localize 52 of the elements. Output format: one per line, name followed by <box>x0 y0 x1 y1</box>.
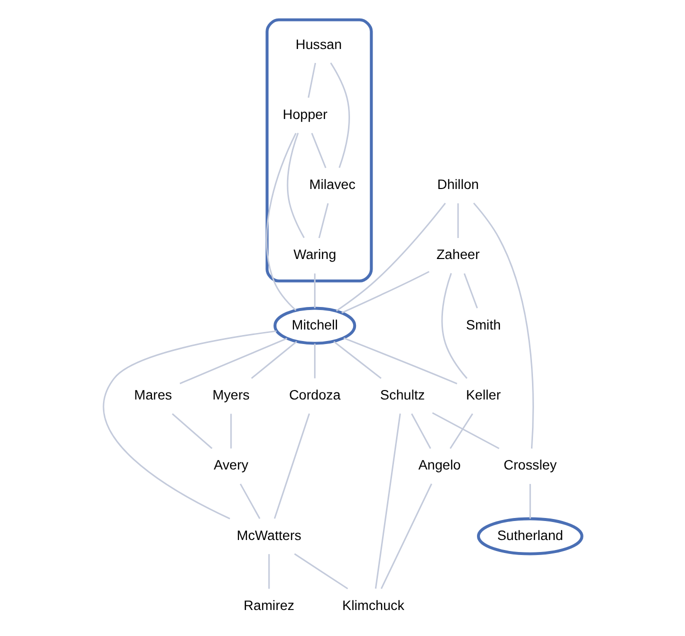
node-ellipse: Mitchell <box>274 306 356 345</box>
node-text: Klimchuck <box>342 598 404 614</box>
connector <box>180 338 288 384</box>
node-text: Milavec <box>309 177 356 192</box>
node-text: Myers <box>212 388 250 403</box>
connector <box>308 62 316 98</box>
node-text: Hussan <box>296 36 342 52</box>
connector <box>333 341 382 379</box>
connector <box>274 413 310 519</box>
connector <box>432 412 500 450</box>
connector <box>464 273 478 308</box>
node-text: Dhillon <box>437 177 479 192</box>
connector <box>457 203 459 238</box>
node-text: Keller <box>466 388 501 403</box>
connector <box>268 554 270 589</box>
connector <box>240 484 260 519</box>
connector <box>294 553 348 590</box>
node-text: Avery <box>214 458 248 473</box>
connector <box>336 202 446 312</box>
connector <box>380 483 432 590</box>
connector <box>441 273 468 379</box>
connector <box>172 413 212 450</box>
connector <box>343 337 458 384</box>
node-text: Ramirez <box>244 598 294 614</box>
connector <box>314 344 316 378</box>
connector <box>450 413 474 449</box>
node-text: Mares <box>134 388 172 403</box>
node-text: Smith <box>466 317 501 332</box>
connector <box>330 62 350 168</box>
node-text: Angelo <box>418 458 461 473</box>
connector <box>341 270 430 314</box>
connector <box>314 273 316 308</box>
node-text: Cordoza <box>289 388 341 403</box>
node-text: Waring <box>293 247 336 262</box>
connector <box>473 202 534 449</box>
connector <box>411 413 432 449</box>
connector <box>266 132 297 311</box>
node-ellipse: Sutherland <box>476 517 584 556</box>
node-text: Hopper <box>282 106 328 122</box>
connector <box>230 414 232 448</box>
connector <box>251 341 298 379</box>
node-text: Schultz <box>380 388 425 403</box>
connector <box>102 330 277 520</box>
connector <box>311 132 326 168</box>
connector <box>374 414 401 589</box>
connector <box>286 132 305 238</box>
connector <box>318 203 329 238</box>
cluster <box>266 18 373 282</box>
node-text: McWatters <box>236 528 302 543</box>
connector <box>529 484 531 519</box>
node-text: Zaheer <box>436 247 480 262</box>
node-text: Crossley <box>504 458 557 473</box>
